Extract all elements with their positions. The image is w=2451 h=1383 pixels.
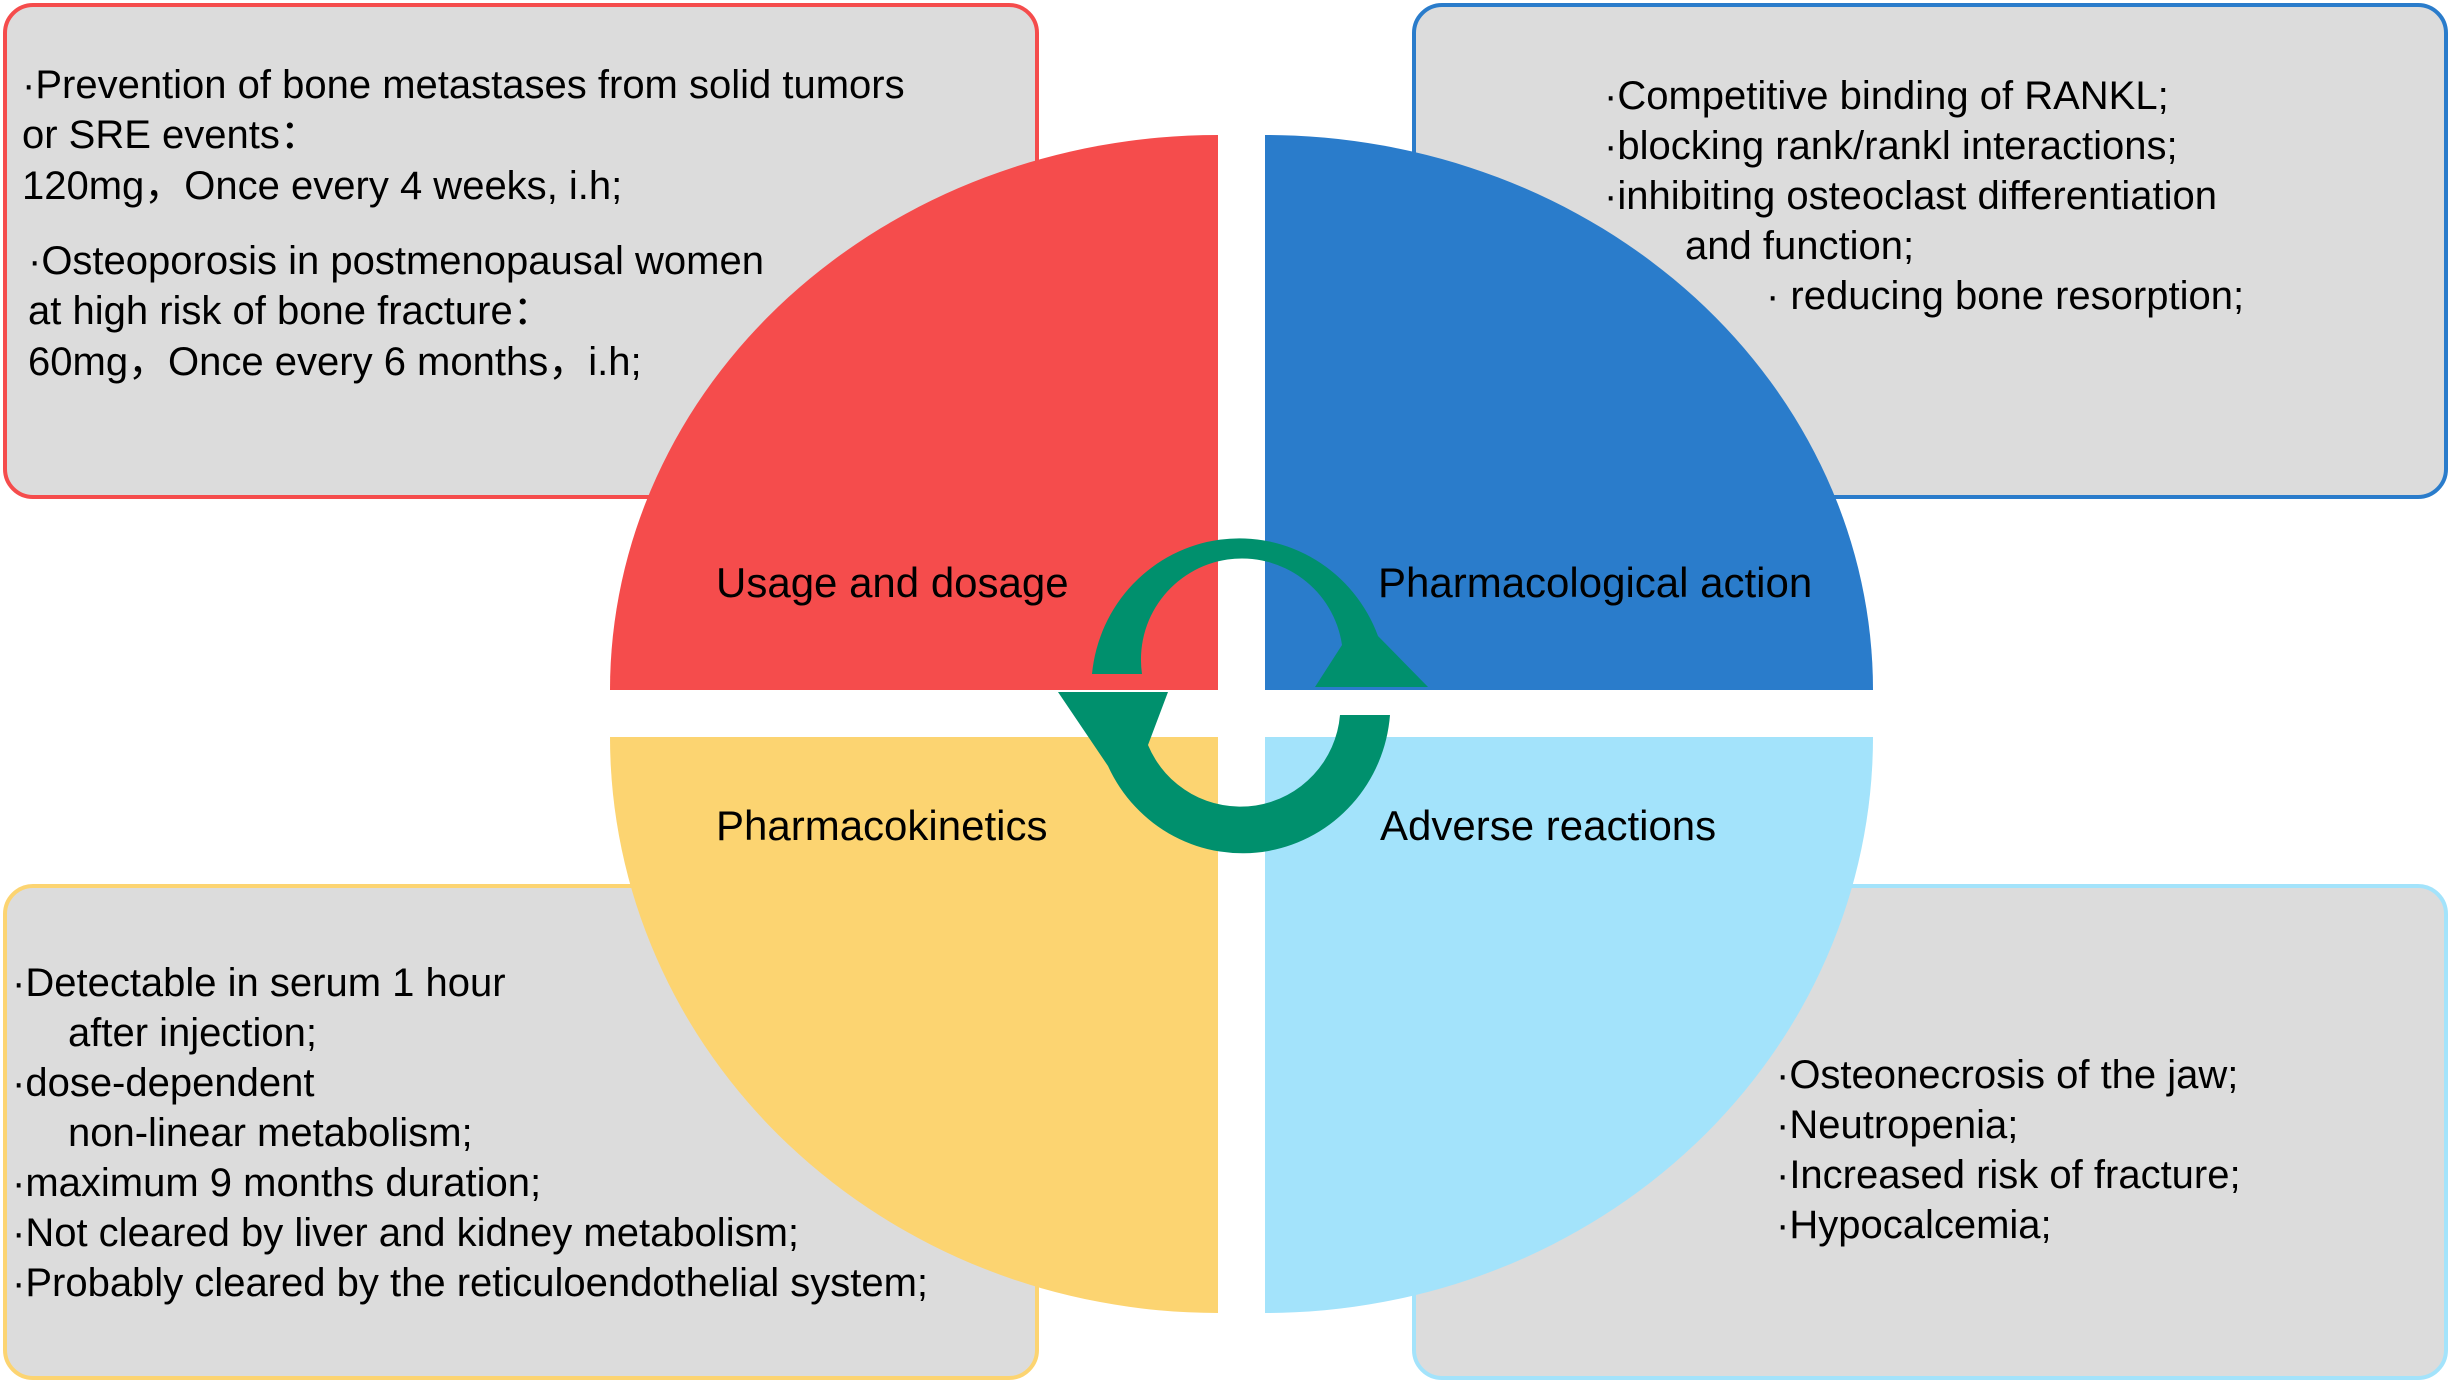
panel-pharmacokinetics-line: ·Probably cleared by the reticuloendothe…	[12, 1261, 928, 1305]
panel-usage-line: ·Prevention of bone metastases from soli…	[22, 63, 905, 107]
panel-pharmacology-line: · reducing bone resorption;	[1766, 274, 2244, 318]
quadrant-pharmacokinetics	[610, 737, 1218, 1313]
circular-arrows-icon	[1058, 538, 1428, 854]
panel-usage-line: or SRE events：	[22, 113, 320, 157]
quadrant-adverse-reactions	[1265, 737, 1873, 1313]
quadrant-label-usage: Usage and dosage	[716, 559, 1069, 606]
panel-pharmacology-line: ·blocking rank/rankl interactions;	[1604, 124, 2178, 168]
quadrant-usage-and-dosage	[610, 135, 1218, 690]
panel-adverse-line: ·Hypocalcemia;	[1776, 1203, 2052, 1247]
panel-pharmacology-line: ·inhibiting osteoclast differentiation	[1604, 174, 2217, 218]
panel-pharmacokinetics-line: ·maximum 9 months duration;	[12, 1161, 541, 1205]
quadrant-label-pharmacology: Pharmacological action	[1378, 559, 1812, 606]
panel-usage-line: ·Osteoporosis in postmenopausal women	[28, 239, 764, 283]
panel-usage-line: 60mg，Once every 6 months，i.h;	[28, 340, 642, 384]
quadrant-pharmacological-action	[1265, 135, 1873, 690]
panel-pharmacokinetics-line: after injection;	[68, 1011, 317, 1055]
panel-pharmacology-line: ·Competitive binding of RANKL;	[1604, 74, 2169, 118]
panel-adverse-line: ·Neutropenia;	[1776, 1103, 2018, 1147]
panel-adverse-line: ·Increased risk of fracture;	[1776, 1153, 2241, 1197]
cycle-arrow-bottom	[1058, 692, 1390, 854]
panel-pharmacokinetics-line: ·Detectable in serum 1 hour	[12, 961, 506, 1005]
panel-usage-line: at high risk of bone fracture：	[28, 289, 553, 333]
cycle-arrow-top	[1092, 538, 1428, 687]
panel-pharmacokinetics-line: non-linear metabolism;	[68, 1111, 473, 1155]
quadrant-label-pharmacokinetics: Pharmacokinetics	[716, 802, 1047, 849]
panel-usage-line: 120mg，Once every 4 weeks, i.h;	[22, 164, 622, 208]
panel-pharmacokinetics-line: ·Not cleared by liver and kidney metabol…	[12, 1211, 799, 1255]
quadrant-label-adverse: Adverse reactions	[1380, 802, 1716, 849]
panel-pharmacology-line: and function;	[1685, 224, 1914, 268]
panel-adverse-line: ·Osteonecrosis of the jaw;	[1776, 1053, 2238, 1097]
panel-pharmacokinetics-line: ·dose-dependent	[12, 1061, 314, 1105]
